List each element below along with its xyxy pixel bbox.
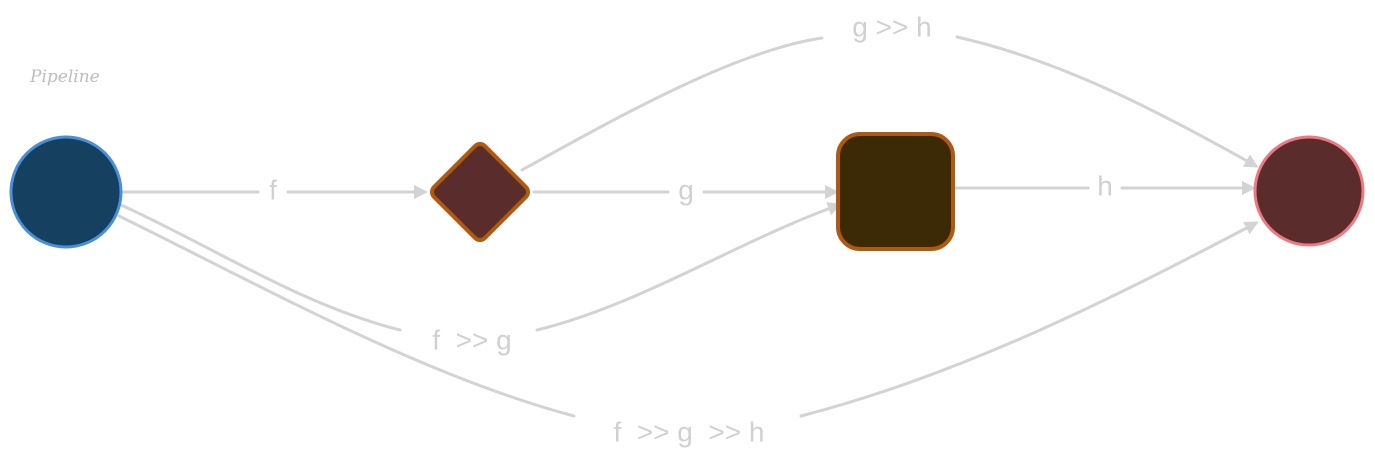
edge-f-g[interactable]: [119, 203, 402, 332]
edge-label-f-g: f >> g: [432, 324, 511, 355]
edge-label-f: f: [269, 174, 277, 205]
process-node[interactable]: [836, 132, 955, 251]
edges: [117, 35, 1259, 418]
edge-label-f-g-h: f >> g >> h: [613, 416, 764, 447]
edge-f-g-head-segment[interactable]: [535, 202, 842, 332]
diagram-title: Pipeline: [29, 67, 100, 87]
edge-label-g-h: g >> h: [852, 11, 931, 42]
edge-f-g-h[interactable]: [117, 214, 576, 418]
edge-label-g: g: [678, 174, 694, 205]
nodes: [9, 132, 1365, 251]
start-node[interactable]: [9, 135, 123, 249]
edge-labels: f g h g >> h f >> g f >> g >> h: [269, 11, 1113, 447]
decision-node[interactable]: [429, 141, 531, 243]
end-node[interactable]: [1253, 135, 1365, 247]
edge-f-g-h-head-segment[interactable]: [799, 221, 1259, 418]
edge-g-h-head-segment[interactable]: [955, 35, 1259, 168]
edge-label-h: h: [1097, 170, 1113, 201]
edge-g-h[interactable]: [520, 36, 824, 172]
